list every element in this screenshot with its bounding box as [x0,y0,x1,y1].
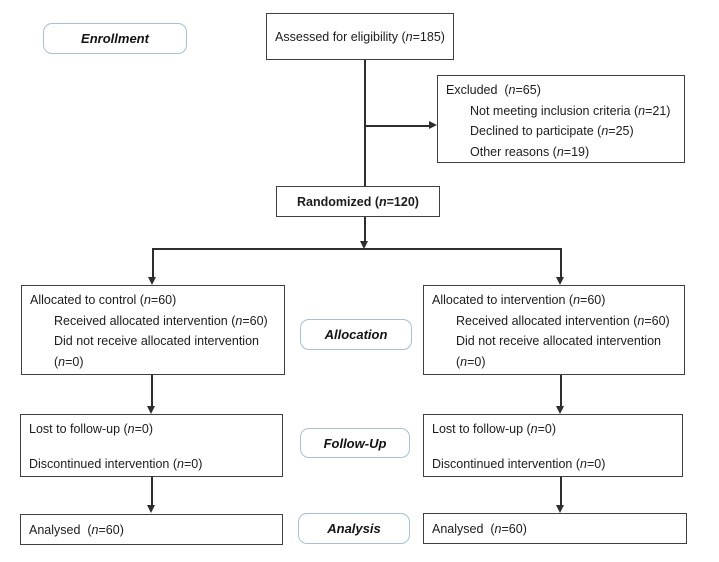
arrowhead-analysed-intervention [556,505,564,513]
allocated-intervention-item: (n=0) [456,354,486,369]
followup-intervention-box: Lost to follow-up (n=0) Discontinued int… [423,414,683,477]
connector-randomized-to-split [364,217,366,242]
connector-split-horizontal [152,248,562,250]
excluded-item: Other reasons (n=19) [470,144,590,159]
excluded-item: Declined to participate (n=25) [470,124,634,138]
allocated-control-item: Received allocated intervention (n=60) [54,313,268,328]
connector-intervention-to-analysed [560,477,562,506]
connector-intervention-to-followup [560,375,562,407]
allocated-intervention-box: Allocated to intervention (n=60) Receive… [423,285,685,375]
allocated-intervention-item: Received allocated intervention (n=60) [456,313,670,328]
excluded-box: Excluded (n=65) Not meeting inclusion cr… [437,75,685,163]
arrowhead-followup-control [147,406,155,414]
followup-stage-label: Follow-Up [300,428,410,458]
allocated-intervention-title: Allocated to intervention (n=60) [432,293,606,307]
connector-control-to-analysed [151,477,153,506]
allocated-control-item: Did not receive allocated intervention [54,334,259,348]
followup-intervention-line: Lost to follow-up (n=0) [432,422,557,436]
arrowhead-allocated-intervention [556,277,564,285]
followup-control-line: Discontinued intervention (n=0) [29,456,203,471]
connector-control-to-followup [151,375,153,407]
randomized-box: Randomized (n=120) [276,186,440,217]
allocation-stage-label: Allocation [300,319,412,350]
analysed-intervention-box: Analysed (n=60) [423,513,687,544]
allocated-intervention-item: Did not receive allocated intervention [456,334,661,348]
excluded-item: Not meeting inclusion criteria (n=21) [470,103,671,118]
arrowhead-split [360,241,368,249]
excluded-title: Excluded (n=65) [446,83,541,97]
connector-to-excluded [364,125,429,127]
connector-split-to-intervention [560,248,562,279]
analysed-control-box: Analysed (n=60) [20,514,283,545]
followup-intervention-line: Discontinued intervention (n=0) [432,456,606,471]
arrowhead-excluded [429,121,437,129]
allocated-control-box: Allocated to control (n=60) Received all… [21,285,285,375]
followup-control-box: Lost to follow-up (n=0) Discontinued int… [20,414,283,477]
analysis-stage-label: Analysis [298,513,410,544]
arrowhead-allocated-control [148,277,156,285]
allocated-control-item: (n=0) [54,354,84,369]
followup-control-line: Lost to follow-up (n=0) [29,422,154,436]
connector-assessed-to-randomized [364,60,366,186]
arrowhead-followup-intervention [556,406,564,414]
enrollment-stage-label: Enrollment [43,23,187,54]
connector-split-to-control [152,248,154,279]
assessed-eligibility-box: Assessed for eligibility (n=185) [266,13,454,60]
arrowhead-analysed-control [147,505,155,513]
allocated-control-title: Allocated to control (n=60) [30,293,177,307]
